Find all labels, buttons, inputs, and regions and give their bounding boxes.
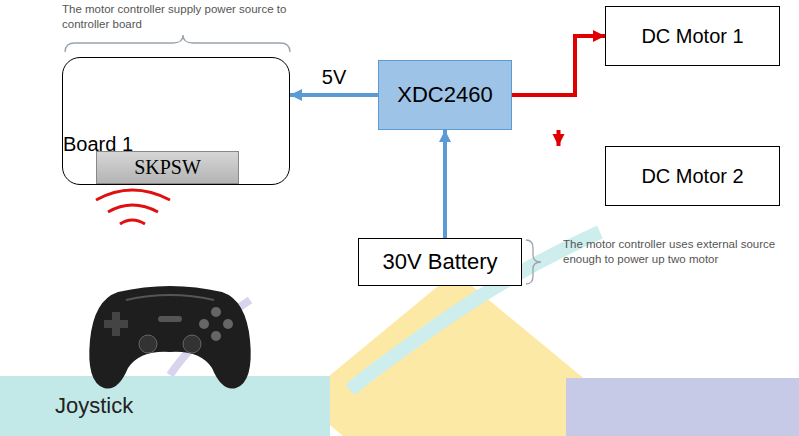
node-label: XDC2460: [397, 82, 492, 108]
voltage-label: 5V: [322, 66, 346, 89]
curly-brace: [526, 240, 541, 284]
wireless-arcs: [96, 190, 170, 224]
curly-brace: [65, 35, 290, 52]
power-connector: [557, 130, 561, 146]
motor-controller-box: XDC2460: [378, 60, 512, 130]
node-label: SKPSW: [134, 156, 201, 179]
battery-box: 30V Battery: [358, 238, 522, 286]
node-label: DC Motor 1: [641, 25, 743, 48]
power-connector: [290, 93, 378, 97]
note-text: The motor controller uses external sourc…: [563, 237, 795, 267]
caption-label: Joystick: [55, 392, 215, 421]
power-connector: [512, 36, 605, 95]
note-text: The motor controller supply power source…: [62, 2, 322, 32]
node-label: 30V Battery: [383, 249, 498, 275]
node-label: DC Motor 2: [641, 165, 743, 188]
watermark-swoosh: [350, 232, 600, 390]
watermark-band: [566, 378, 799, 436]
controller-board: Board 1SKPSW: [62, 57, 290, 185]
switch-module: SKPSW: [96, 151, 239, 184]
motor-box: DC Motor 1: [605, 6, 780, 66]
watermark-band: [0, 376, 330, 436]
gamepad-illustration: [89, 286, 250, 389]
motor-box: DC Motor 2: [605, 146, 780, 206]
power-connector: [443, 130, 447, 238]
watermark-diamond: [300, 272, 610, 436]
